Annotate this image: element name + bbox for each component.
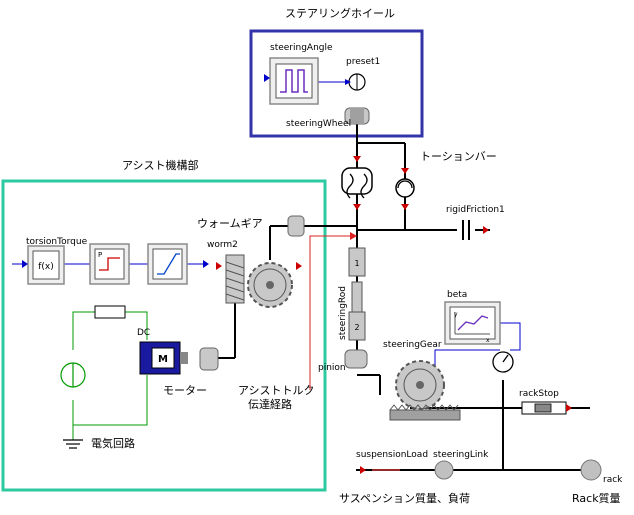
steering-wheel-label: steeringWheel [286, 119, 351, 129]
pinion-inertia[interactable] [344, 349, 368, 369]
motor-label: モーター [163, 384, 207, 397]
suspension-label: サスペンション質量、負荷 [339, 491, 470, 505]
voltage-source[interactable] [60, 362, 86, 388]
assist-path-label-line2: 伝達経路 [248, 398, 292, 411]
assist-path-arrowhead [350, 232, 357, 240]
angle-sensor[interactable] [492, 351, 514, 373]
steering-gear-label: steeringGear [383, 340, 442, 350]
suspension-load-force[interactable] [360, 466, 400, 474]
plot-y-text: y [454, 311, 458, 318]
ground-symbol [63, 439, 83, 449]
steering-link-mass[interactable] [434, 460, 454, 480]
torsion-spring[interactable] [341, 156, 373, 210]
worm-label: worm2 [207, 240, 238, 250]
dc-motor[interactable]: M [139, 341, 188, 375]
torsion-torque-block[interactable]: f(x) [22, 245, 65, 285]
worm-gear[interactable] [216, 254, 302, 308]
steering-wheel-group-label: ステアリングホイール [285, 6, 395, 20]
steering-wheel-inertia[interactable] [344, 107, 370, 125]
torsion-damper[interactable] [395, 168, 415, 210]
steering-gear[interactable] [389, 360, 461, 421]
rack-mass-label: Rack質量 [572, 491, 621, 505]
limiter-output-arrow [203, 260, 209, 268]
universal-joint-2[interactable]: 2 [348, 311, 366, 341]
assist-torque-path [309, 235, 350, 390]
rack-stop[interactable] [521, 401, 572, 415]
beta-label: beta [447, 290, 467, 300]
electric-circuit [72, 311, 148, 440]
motor-rotor-inertia[interactable] [199, 347, 219, 371]
circuit-label: 電気回路 [91, 436, 135, 450]
rack-stop-label: rackStop [519, 389, 559, 399]
dc-label: DC [137, 328, 150, 338]
steering-rod-label: steeringRod [338, 286, 348, 340]
preset-angle-source[interactable] [345, 73, 366, 91]
rack-label: rack [603, 475, 623, 485]
universal-joint-1[interactable]: 1 [348, 247, 366, 277]
assist-path-label-line1: アシストトルク [238, 384, 315, 397]
suspension-load-label: suspensionLoad [356, 450, 428, 460]
rigid-friction-label: rigidFriction1 [446, 205, 505, 215]
assist-group-box [1, 179, 327, 492]
torsion-torque-label: torsionTorque [26, 237, 88, 247]
steering-link-label: steeringLink [433, 450, 489, 460]
preset-label: preset1 [346, 57, 380, 67]
assist-group-label: アシスト機構部 [122, 158, 199, 172]
signal-connections [12, 81, 521, 370]
steering-rod[interactable] [351, 281, 363, 313]
steering-angle-label: steeringAngle [270, 43, 333, 53]
plot-x-text: x [486, 337, 490, 344]
rigid-friction-element[interactable] [462, 220, 489, 240]
steering-angle-block[interactable] [264, 57, 319, 105]
limiter-block[interactable] [147, 243, 188, 285]
fx-text: f(x) [38, 262, 54, 272]
resistor[interactable] [94, 305, 126, 319]
motor-m-text: M [158, 354, 168, 365]
torsion-bar-label: トーションバー [420, 150, 497, 163]
joint2-text: 2 [354, 323, 359, 332]
steering-wheel-group-box [249, 29, 424, 138]
pinion-label: pinion [318, 363, 346, 373]
worm-gear-label: ウォームギア [197, 217, 263, 230]
gain-p-text: P [98, 251, 102, 259]
worm-shaft-inertia[interactable] [287, 215, 305, 237]
beta-plot-block[interactable]: y x [444, 301, 501, 345]
gain-step-block[interactable]: P [89, 243, 130, 285]
joint1-text: 1 [354, 259, 359, 268]
rack-mass[interactable] [580, 459, 602, 481]
